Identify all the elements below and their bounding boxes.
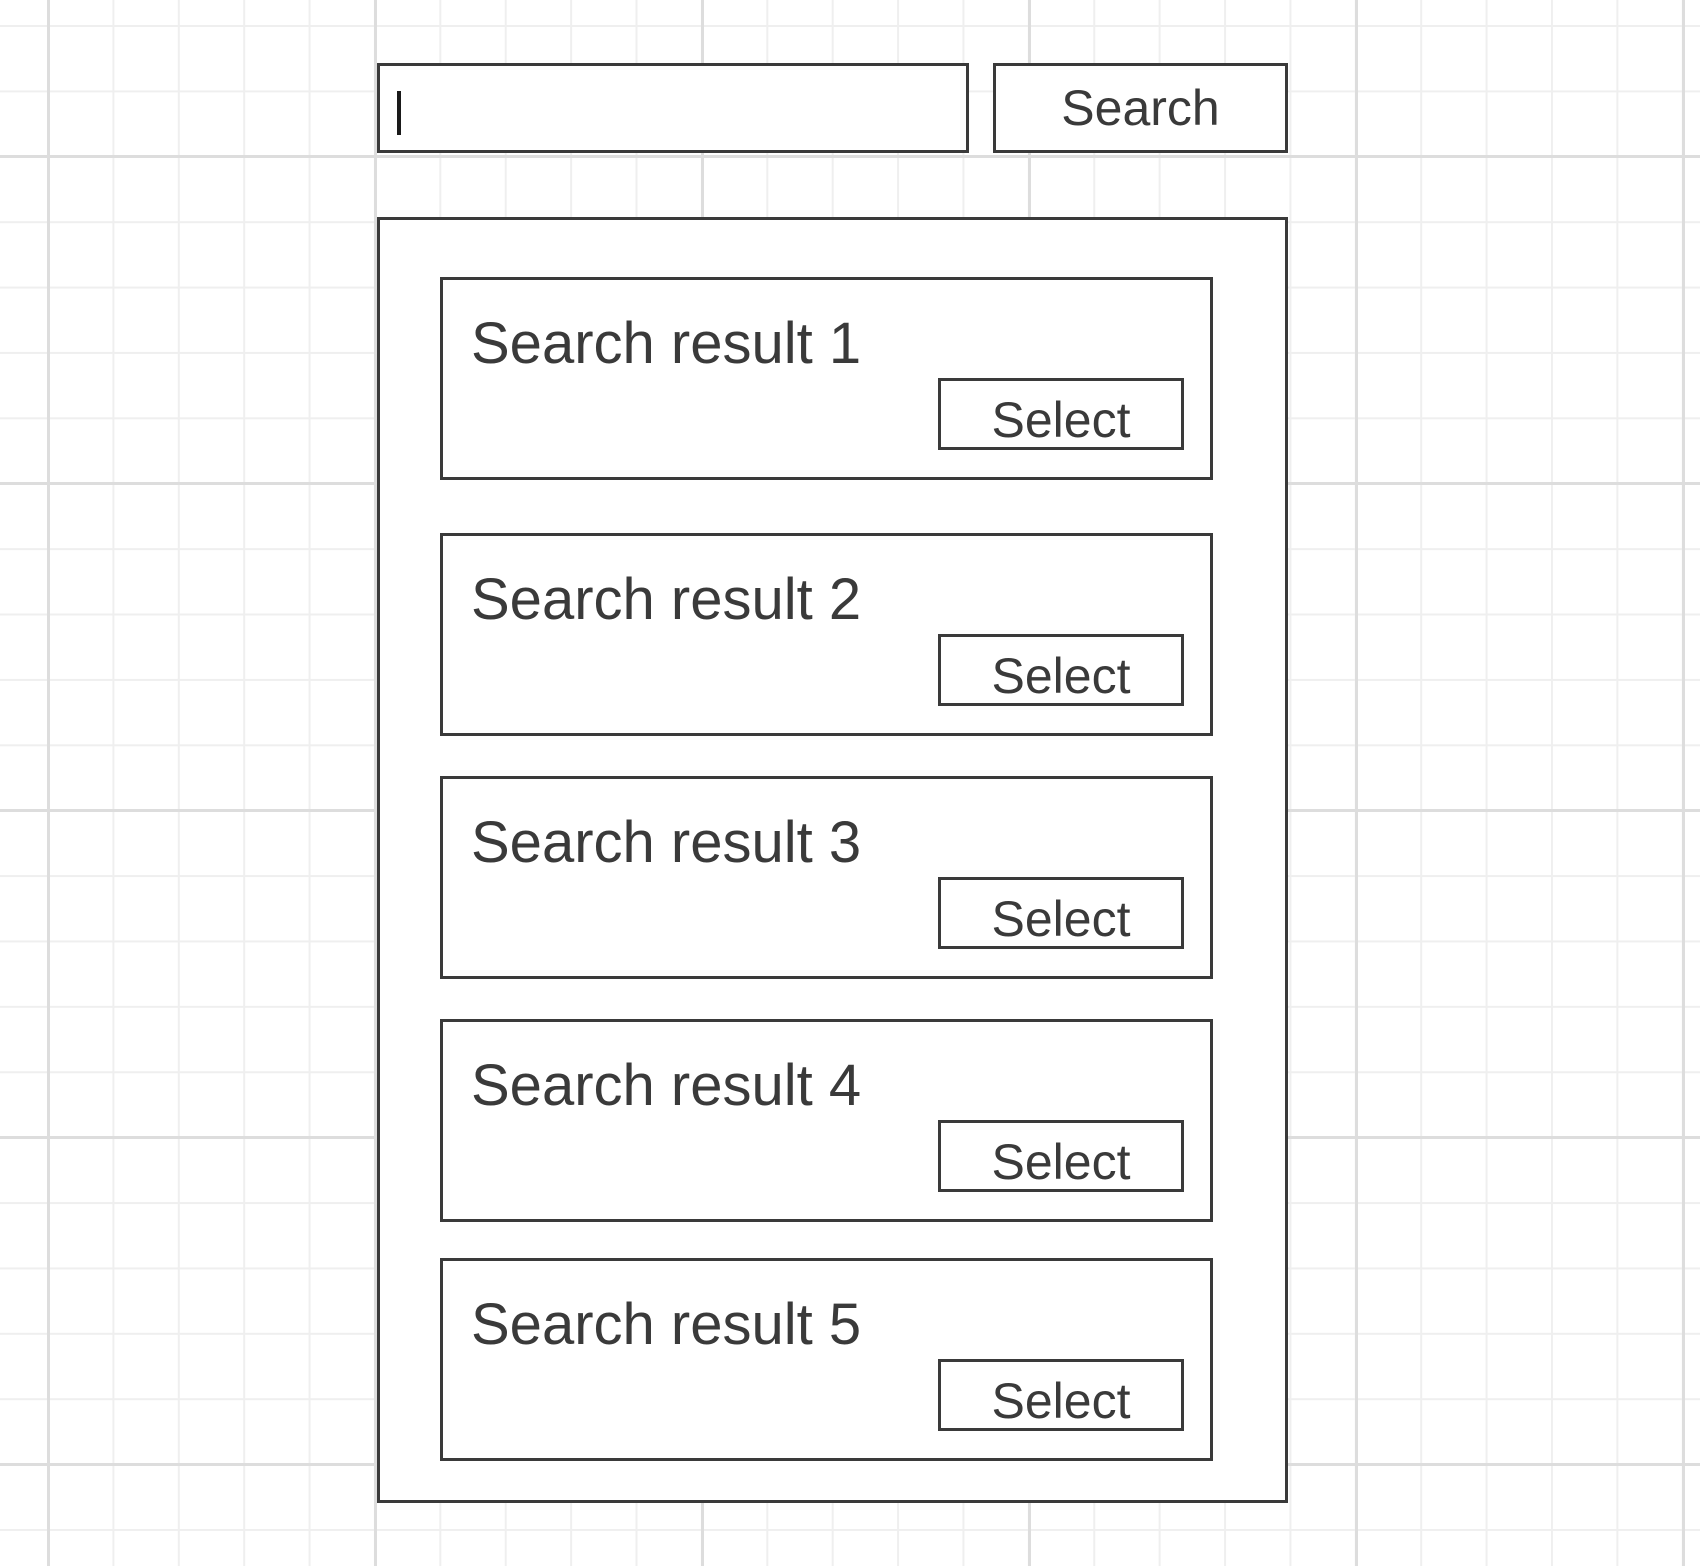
- result-title: Search result 3: [471, 810, 862, 875]
- select-button-label: Select: [991, 648, 1131, 704]
- select-button-label: Select: [991, 891, 1131, 947]
- list-item: Search result 2 Select: [440, 533, 1213, 736]
- select-button[interactable]: Select: [938, 1120, 1184, 1192]
- result-title: Search result 2: [471, 567, 862, 632]
- result-title: Search result 1: [471, 311, 862, 376]
- list-item: Search result 3 Select: [440, 776, 1213, 979]
- list-item: Search result 5 Select: [440, 1258, 1213, 1461]
- search-input[interactable]: [377, 63, 969, 153]
- list-item: Search result 1 Select: [440, 277, 1213, 480]
- search-button[interactable]: Search: [993, 63, 1288, 153]
- result-title: Search result 5: [471, 1292, 862, 1357]
- search-button-label: Search: [1061, 80, 1220, 136]
- select-button-label: Select: [991, 392, 1131, 448]
- select-button[interactable]: Select: [938, 877, 1184, 949]
- select-button-label: Select: [991, 1373, 1131, 1429]
- result-title: Search result 4: [471, 1053, 862, 1118]
- select-button[interactable]: Select: [938, 634, 1184, 706]
- select-button-label: Select: [991, 1134, 1131, 1190]
- text-cursor: [397, 91, 401, 135]
- select-button[interactable]: Select: [938, 1359, 1184, 1431]
- list-item: Search result 4 Select: [440, 1019, 1213, 1222]
- results-list: Search result 1 Select Search result 2 S…: [377, 217, 1288, 1503]
- select-button[interactable]: Select: [938, 378, 1184, 450]
